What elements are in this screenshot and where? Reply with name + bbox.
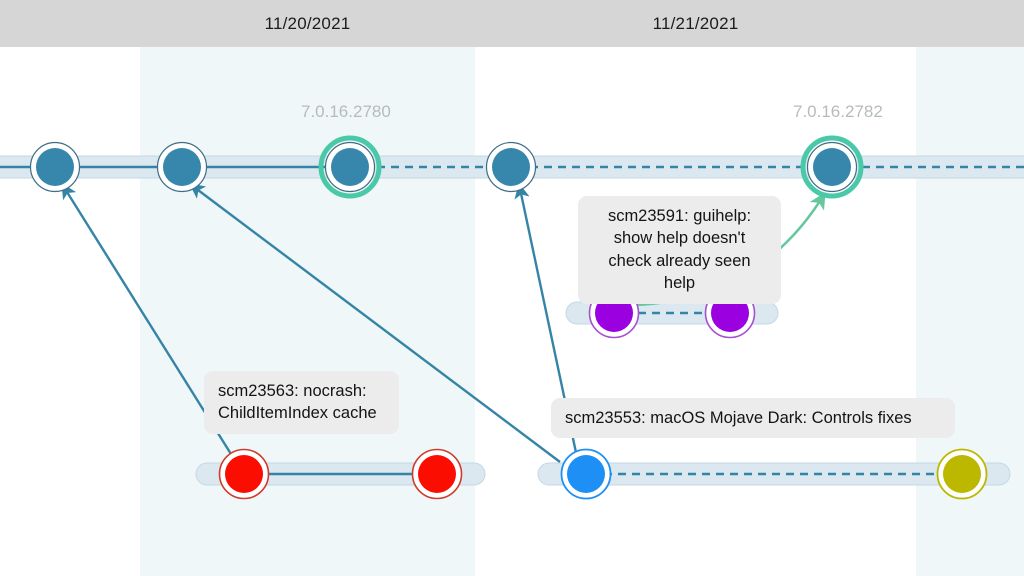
version-tag-label-0[interactable]: 7.0.16.2780 (301, 102, 391, 121)
commit-node-dot (225, 455, 263, 493)
version-tag-label-1[interactable]: 7.0.16.2782 (793, 102, 883, 121)
release-tag-ring (800, 135, 864, 199)
commit-node-main-3[interactable] (318, 135, 382, 199)
commit-node-red-2[interactable] (411, 448, 463, 500)
commit-node-blue-1[interactable] (560, 448, 612, 500)
release-tag-ring (318, 135, 382, 199)
commit-node-dot (567, 455, 605, 493)
commit-tooltip-scm23591: scm23591: guihelp: show help doesn't che… (578, 196, 781, 304)
commit-node-dot (331, 148, 369, 186)
commit-node-dot (943, 455, 981, 493)
commit-node-dot (813, 148, 851, 186)
date-header-bar: 11/20/2021 11/21/2021 (0, 0, 1024, 47)
commit-node-dot (36, 148, 74, 186)
commit-node-main-1[interactable] (29, 141, 81, 193)
commit-node-olive-1[interactable] (936, 448, 988, 500)
commit-node-dot (492, 148, 530, 186)
commit-node-main-2[interactable] (156, 141, 208, 193)
commit-node-main-5[interactable] (800, 135, 864, 199)
commit-node-dot (418, 455, 456, 493)
commit-tooltip-scm23563: scm23563: nocrash: ChildItemIndex cache (204, 371, 399, 434)
edge-merge-red2-main2 (189, 183, 561, 463)
commit-nodes-group (29, 135, 988, 500)
date-header-cell-0: 11/20/2021 (264, 13, 351, 33)
commit-node-red-1[interactable] (218, 448, 270, 500)
commit-tooltip-scm23553: scm23553: macOS Mojave Dark: Controls fi… (551, 398, 955, 439)
date-header-cell-1: 11/21/2021 (652, 13, 739, 33)
commit-node-main-4[interactable] (485, 141, 537, 193)
commit-node-dot (163, 148, 201, 186)
